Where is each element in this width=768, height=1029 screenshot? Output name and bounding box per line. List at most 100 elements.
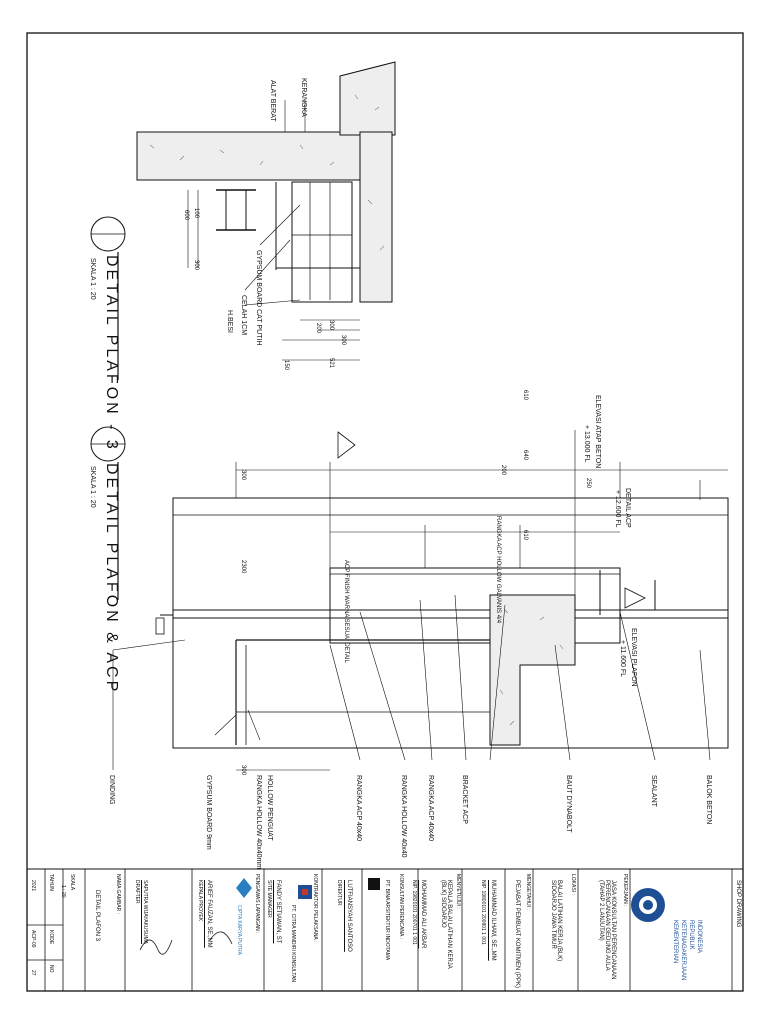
- tb-kontraktor-company: PT. CITRA MANDIRI KONSULTAN: [290, 905, 296, 983]
- bottom-label-2: GYPSUM BOARD 9mm: [205, 775, 212, 850]
- upper-label-3: GYPSUM BOARD CAT PUTIH: [255, 250, 262, 346]
- title-upper: DETAIL PLAFON - 3: [103, 255, 120, 452]
- upper-dim-1: 100: [193, 208, 199, 219]
- lower-dim-2: 2300: [240, 560, 246, 574]
- tb-ppk-nip: NIP. 19800101 200801 1 001: [480, 880, 486, 945]
- lower-dim-3: 610: [522, 530, 528, 541]
- lower-dim-4: 640: [522, 450, 528, 461]
- detail-acp-value: + 12.600 FL: [614, 490, 621, 528]
- upper-label-4: CELAH 1CM: [240, 295, 247, 336]
- bottom-label-3: RANGKA HOLLOW 40x40mm: [255, 775, 262, 870]
- title-lower: DETAIL PLAFON & ACP: [103, 463, 120, 695]
- tb-tahun-label: TAHUN: [48, 874, 54, 891]
- lower-dim-5: 610: [522, 390, 528, 401]
- upper-dim-4: 300: [328, 320, 334, 331]
- tb-nama-gambar-label: NAMA GAMBAR :: [115, 874, 121, 915]
- tb-pengawas-company: CIPTA KARYA PUTRA: [236, 905, 242, 956]
- bottom-label-4: HOLLOW PENGUAT: [266, 775, 273, 841]
- bottom-label-6: RANGKA HOLLOW 40x40: [400, 775, 407, 858]
- tb-skala-value: 1 : 20: [60, 885, 66, 898]
- lower-dim-1: 300: [240, 470, 246, 481]
- frame-box: [291, 181, 353, 303]
- tb-konsultan-name: LUTFIANSYAH SANTOSO: [346, 880, 352, 952]
- tb-kode-label: KODE: [48, 930, 54, 945]
- tb-konsultan-company: PT. BINA ARSITEKTUR INDOTAMA: [384, 880, 390, 961]
- acp-finish-label: ACP FINISH WARNA SESUAI DETAIL: [343, 560, 349, 663]
- upper-dim-3: 300: [193, 260, 199, 271]
- ministry-logo: [631, 888, 665, 922]
- upper-dim-8: 521: [328, 358, 334, 369]
- tb-konsultan-label: KONSULTAN PERENCANA :: [398, 874, 404, 939]
- tb-ppk-name: MUHAMMAD ILHAM, SE.,MM: [490, 880, 496, 961]
- section-arrow: [337, 431, 356, 459]
- elevasi-plafon-label: ELEVASI PLAFON: [630, 628, 637, 687]
- tb-drafter-role: DRAFTER: [134, 880, 140, 904]
- acp-box: [329, 567, 621, 644]
- tb-no-label: NO: [48, 965, 54, 973]
- elevasi-atap-value: + 13.000 FL: [583, 425, 590, 463]
- tb-skala-label: SKALA: [69, 874, 75, 891]
- tb-kepala-name: MOHAMMAD ALI AKBAR: [420, 880, 426, 949]
- tb-pekerjaan-label: PEKERJAAN :: [622, 874, 628, 907]
- upper-dim-7: 300: [340, 335, 346, 346]
- tb-nama-gambar-value: DETAIL PLAFON 3: [94, 890, 100, 942]
- tb-ministry-3: REPUBLIK: [688, 920, 694, 950]
- bottom-label-10: SEALANT: [650, 775, 657, 807]
- contractor-logo: [298, 885, 312, 899]
- lower-detail: [90, 426, 729, 771]
- lower-dim-7: 250: [585, 478, 591, 489]
- bottom-label-1: DINDING: [108, 775, 115, 805]
- upper-dim-2: 600: [183, 210, 189, 221]
- bottom-label-11: BALOK BETON: [705, 775, 712, 825]
- lower-dim-6: 200: [500, 465, 506, 476]
- bottom-label-7: RANGKA ACP 40x40: [427, 775, 434, 842]
- concrete-slab: [136, 131, 366, 181]
- elevasi-plafon-value: + 11.600 FL: [619, 640, 626, 678]
- tb-tahun-value: 2021: [30, 880, 36, 892]
- lower-dim-8: 300: [240, 765, 246, 776]
- tb-ministry-4: INDONESIA: [696, 920, 702, 954]
- tb-menyetujui-value: KEPALA BALAI LATIHAN KERJA (BLK) SIDOARJ…: [440, 880, 452, 969]
- concrete-beam: [339, 61, 396, 136]
- rangka-acp-label: RANGKA ACP HOLLOW GALVANIS 4/4: [495, 516, 501, 624]
- tb-pengawas-role: KEPALA PROYEK: [197, 880, 203, 922]
- hollow-profile: [225, 189, 247, 231]
- pengawas-logo: [236, 878, 252, 898]
- sheet-border: [26, 32, 744, 992]
- concrete-column: [359, 131, 393, 303]
- upper-dim-5: 200: [315, 323, 321, 334]
- tb-header: SHOP DRAWING: [735, 880, 741, 928]
- tb-kode-value: ACP-09: [30, 930, 36, 948]
- tb-menyetujui-label: MENYETUJUI :: [455, 874, 461, 909]
- upper-label-1: ALAT BERAT: [269, 80, 276, 122]
- scale-lower: SKALA 1 : 20: [89, 466, 96, 508]
- concrete-beam-section: [489, 594, 576, 746]
- tb-no-value: 27: [30, 970, 36, 976]
- upper-dim-6: 150: [283, 360, 289, 371]
- tb-pengawas-name: ARIEF FAUZAN, SE.,MM: [206, 880, 212, 948]
- tb-kepala-nip: NIP. 19820101 200701 1 001: [411, 880, 417, 945]
- upper-label-5: H.BESI: [226, 310, 233, 333]
- tb-mengetahui-label: MENGETAHUI :: [525, 874, 531, 910]
- tb-pekerjaan-value: JASA KONSULTAN PERENCANAAN PERENCANAAN G…: [598, 880, 616, 980]
- bottom-label-5: RANGKA ACP 40x40: [355, 775, 362, 842]
- tb-pengawas-label: PENGAWAS LAPANGAN :: [254, 874, 260, 934]
- tb-kontraktor-name: FANDY SETIAWAN, ST: [275, 880, 281, 944]
- wall-outline: [172, 497, 729, 749]
- bottom-label-8: BRACKET ACP: [461, 775, 468, 824]
- upper-detail: [90, 61, 396, 380]
- tb-lokasi-label: LOKASI :: [570, 874, 576, 895]
- elevasi-atap-label: ELEVASI ATAP BETON: [594, 395, 601, 469]
- tb-ministry-2: KETENAGAKERJAAN: [680, 920, 686, 981]
- tb-lokasi-value: BALAI LATIHAN KERJA (BLK) SIDOARJO JAWA …: [550, 880, 562, 962]
- titleblock-grid: [26, 869, 733, 991]
- scale-upper: SKALA 1 : 20: [89, 258, 96, 300]
- tb-konsultan-role: DIREKTUR: [336, 880, 342, 906]
- signature: [139, 931, 233, 955]
- detail-acp-label: DETAIL ACP: [624, 488, 631, 528]
- tb-kontraktor-role: SITE MANAGER: [266, 880, 272, 918]
- tb-ministry-1: KEMENTERIAN: [672, 920, 678, 964]
- consultant-logo: [368, 878, 380, 890]
- tb-kontraktor-label: KONTRAKTOR PELAKSANA :: [312, 874, 318, 943]
